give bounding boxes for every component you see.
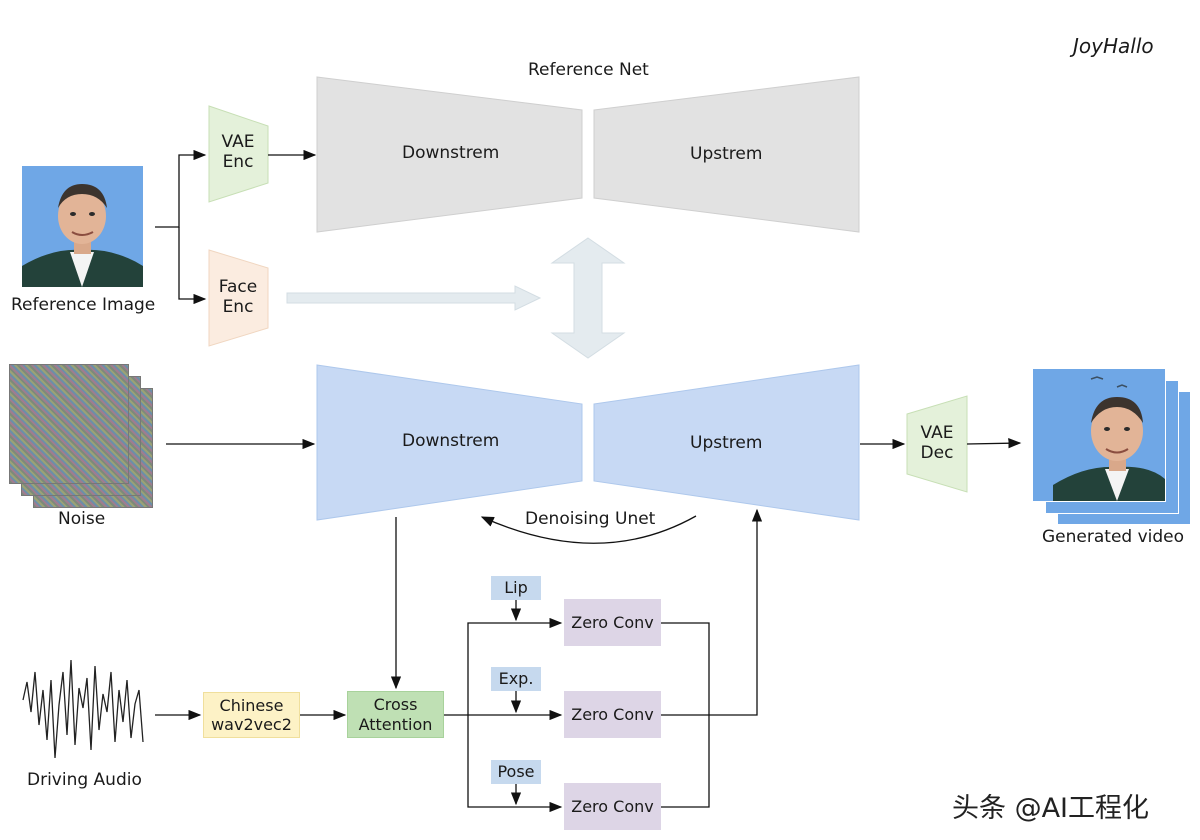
audio-waveform — [22, 659, 144, 759]
reference-downstream-label: Downstrem — [402, 143, 500, 163]
reference-upstream-block — [593, 76, 860, 233]
generated-video-label: Generated video — [1042, 527, 1185, 547]
reference-unet-double-arrow — [550, 237, 626, 359]
lip-tag: Lip — [491, 576, 541, 600]
reference-downstream-block — [316, 76, 583, 233]
unet-upstream-label: Upstrem — [690, 433, 763, 453]
face-feature-arrow — [286, 285, 542, 311]
unet-upstream-block — [593, 364, 860, 521]
expression-tag: Exp. — [491, 667, 541, 691]
face-encoder-block — [208, 249, 269, 347]
zero-conv-pose: Zero Conv — [564, 783, 661, 830]
brand-title: JoyHallo — [1073, 34, 1154, 58]
driving-audio-label: Driving Audio — [27, 770, 142, 790]
pose-tag: Pose — [491, 760, 541, 784]
reference-upstream-label: Upstrem — [690, 144, 763, 164]
person-portrait-icon — [22, 166, 143, 287]
person-portrait-icon — [1033, 369, 1165, 501]
reference-net-title: Reference Net — [528, 60, 649, 80]
zero-conv-expression: Zero Conv — [564, 691, 661, 738]
vae-decoder-block — [906, 395, 968, 493]
noise-frame-front — [9, 364, 129, 484]
vae-encoder-block — [208, 105, 269, 203]
denoising-unet-label: Denoising Unet — [525, 509, 656, 529]
unet-downstream-label: Downstrem — [402, 431, 500, 451]
reference-image — [22, 166, 143, 287]
reference-image-label: Reference Image — [11, 295, 156, 315]
unet-downstream-block — [316, 364, 583, 521]
generated-video-frame — [1032, 368, 1166, 502]
zero-conv-lip: Zero Conv — [564, 599, 661, 646]
watermark: 头条 @AI工程化 — [952, 793, 1150, 824]
noise-label: Noise — [58, 509, 106, 529]
